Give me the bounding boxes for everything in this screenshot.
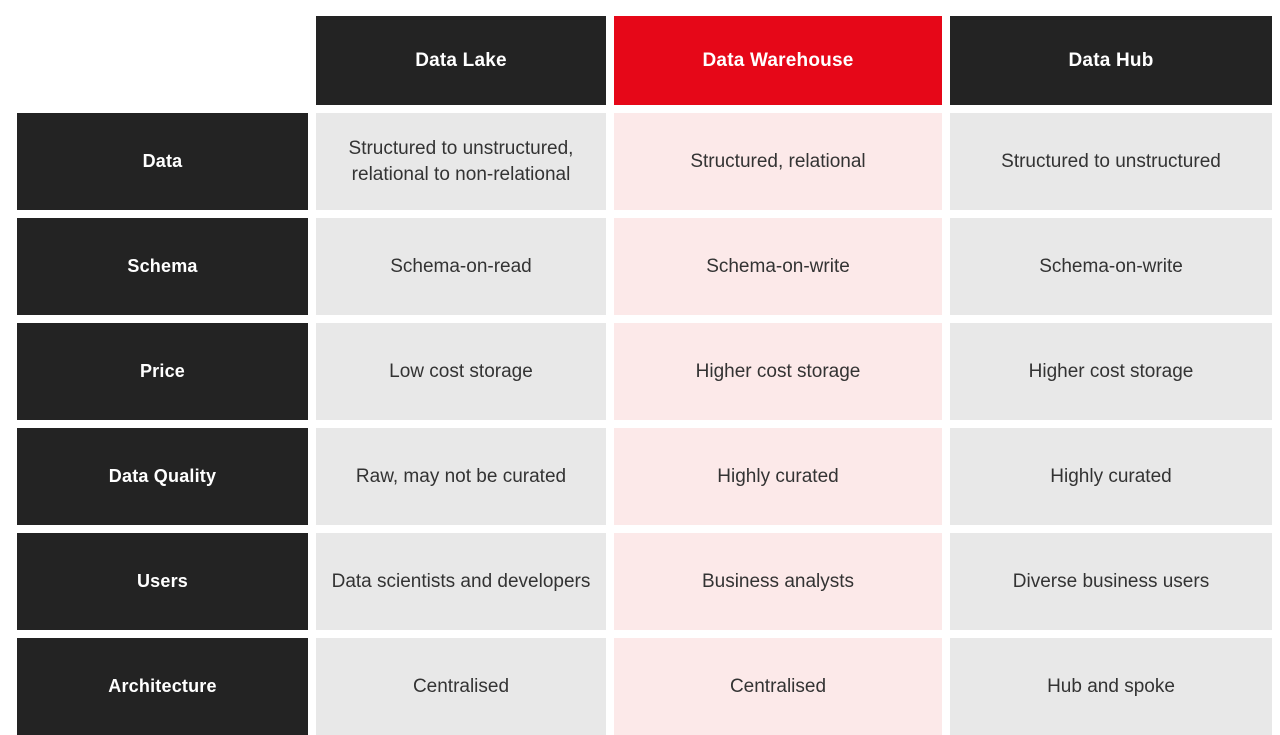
- cell-data-warehouse-schema: Schema-on-write: [614, 218, 942, 315]
- cell-data-hub-users: Diverse business users: [950, 533, 1272, 630]
- cell-data-warehouse-data-quality: Highly curated: [614, 428, 942, 525]
- cell-data-hub-architecture: Hub and spoke: [950, 638, 1272, 735]
- column-header-data-warehouse[interactable]: Data Warehouse: [614, 16, 942, 105]
- column-header-data-lake[interactable]: Data Lake: [316, 16, 606, 105]
- table-corner-cell: [17, 16, 308, 105]
- row-label-price: Price: [17, 323, 308, 420]
- cell-data-lake-data: Structured to unstructured, relational t…: [316, 113, 606, 210]
- cell-data-lake-price: Low cost storage: [316, 323, 606, 420]
- table-row: Data Quality Raw, may not be curated Hig…: [17, 428, 1272, 525]
- row-label-users: Users: [17, 533, 308, 630]
- cell-data-lake-schema: Schema-on-read: [316, 218, 606, 315]
- column-header-data-hub[interactable]: Data Hub: [950, 16, 1272, 105]
- cell-data-hub-schema: Schema-on-write: [950, 218, 1272, 315]
- cell-data-lake-architecture: Centralised: [316, 638, 606, 735]
- cell-data-lake-users: Data scientists and developers: [316, 533, 606, 630]
- cell-data-lake-data-quality: Raw, may not be curated: [316, 428, 606, 525]
- cell-data-warehouse-price: Higher cost storage: [614, 323, 942, 420]
- table-row: Architecture Centralised Centralised Hub…: [17, 638, 1272, 735]
- table-row: Users Data scientists and developers Bus…: [17, 533, 1272, 630]
- cell-data-hub-data: Structured to unstructured: [950, 113, 1272, 210]
- table-row: Price Low cost storage Higher cost stora…: [17, 323, 1272, 420]
- row-label-data: Data: [17, 113, 308, 210]
- table-row: Data Structured to unstructured, relatio…: [17, 113, 1272, 210]
- cell-data-hub-price: Higher cost storage: [950, 323, 1272, 420]
- row-label-architecture: Architecture: [17, 638, 308, 735]
- comparison-table: Data Lake Data Warehouse Data Hub Data S…: [17, 16, 1272, 735]
- row-label-data-quality: Data Quality: [17, 428, 308, 525]
- cell-data-hub-data-quality: Highly curated: [950, 428, 1272, 525]
- row-label-schema: Schema: [17, 218, 308, 315]
- cell-data-warehouse-users: Business analysts: [614, 533, 942, 630]
- table-header-row: Data Lake Data Warehouse Data Hub: [17, 16, 1272, 105]
- cell-data-warehouse-data: Structured, relational: [614, 113, 942, 210]
- table-row: Schema Schema-on-read Schema-on-write Sc…: [17, 218, 1272, 315]
- cell-data-warehouse-architecture: Centralised: [614, 638, 942, 735]
